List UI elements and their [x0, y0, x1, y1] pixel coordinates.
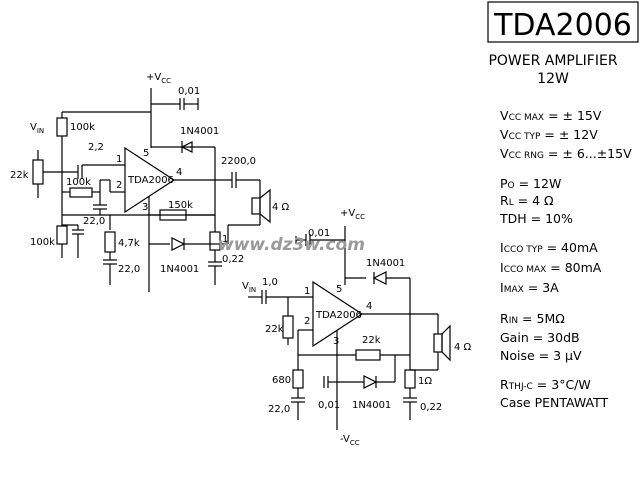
spec-icco-max: ICCO MAX = 80mA	[500, 260, 602, 275]
spec-case: Case PENTAWATT	[500, 395, 609, 410]
c2-vin: V	[242, 281, 249, 292]
c2-r-gnd-label: 680	[272, 375, 291, 386]
spec-noise: Noise = 3 μV	[500, 348, 582, 363]
c2-speaker	[433, 333, 443, 353]
svg-text:+VCC: +VCC	[146, 72, 171, 85]
c1-r-bias-top-label: 100k	[70, 122, 95, 133]
spec-rin: RIN = 5MΩ	[500, 311, 565, 326]
title-box	[487, 1, 639, 43]
svg-text:-VCC: -VCC	[340, 434, 360, 447]
c1-pin4: 4	[176, 167, 182, 178]
c2-r-fb-label: 22k	[362, 335, 381, 346]
spec-imax: IMAX = 3A	[500, 280, 559, 295]
spec-vcc-rng: VCC RNG = ± 6...±15V	[500, 146, 632, 161]
subtitle-line1: POWER AMPLIFIER	[488, 53, 617, 69]
circuit1-labels: +VCC 0,01 100k VIN 22k 2,2 100k 22,0 100…	[10, 72, 290, 275]
spec-gain: Gain = 30dB	[500, 330, 580, 345]
c1-r-in-mid	[69, 187, 93, 198]
c1-r-gnd-label: 4,7k	[118, 238, 140, 249]
c2-vcc: +V	[340, 208, 355, 219]
c1-r-pot-label: 22k	[10, 170, 29, 181]
spec-icco-typ: ICCO TYP = 40mA	[500, 240, 598, 255]
c2-spk-label: 4 Ω	[454, 342, 472, 353]
c2-pin2: 2	[304, 316, 310, 327]
c1-vcc: +V	[146, 72, 161, 83]
c2-c-top-label: 0,01	[308, 228, 330, 239]
subtitle-line2: 12W	[537, 71, 569, 87]
c2-r-in	[282, 315, 294, 339]
spec-vcc-max: VCC MAX = ± 15V	[500, 108, 602, 123]
c2-r-in-label: 22k	[265, 324, 284, 335]
c1-c-mid-label: 22,0	[83, 216, 105, 227]
c2-vee: -V	[340, 434, 350, 445]
c2-vin-sub: IN	[249, 286, 256, 294]
c2-r-fb	[355, 349, 381, 361]
c2-r-zobel	[404, 369, 416, 389]
svg-text:+VCC: +VCC	[340, 208, 365, 221]
c1-vin: V	[30, 122, 37, 133]
c1-pin1: 1	[116, 154, 122, 165]
spec-rl: RL = 4 Ω	[500, 193, 554, 208]
c2-vee-sub: CC	[350, 439, 360, 447]
c2-diode-bot	[363, 375, 378, 389]
spec-po: PO = 12W	[500, 176, 562, 191]
c2-vcc-sub: CC	[355, 213, 365, 221]
c1-vin-sub: IN	[37, 127, 44, 135]
c1-r-pot	[32, 159, 44, 185]
c2-c-gnd-label: 22,0	[268, 404, 290, 415]
c1-c-in-label: 2,2	[88, 142, 104, 153]
spec-rthjc: RTHJ-C = 3°C/W	[500, 377, 591, 392]
c2-c-in-label: 1,0	[262, 277, 278, 288]
c1-pin3: 3	[142, 202, 148, 213]
c1-pin2: 2	[116, 180, 122, 191]
spec-tdh: TDH = 10%	[500, 211, 573, 226]
c2-ic-label: TDA2006	[315, 310, 362, 321]
c1-diode-top	[180, 141, 193, 153]
c2-diode-top	[372, 271, 387, 285]
c1-r-bias-top	[56, 117, 68, 137]
spec-vcc-typ: VCC TYP = ± 12V	[500, 127, 598, 142]
c1-c-top: 0,01	[178, 86, 200, 97]
c1-spk-label: 4 Ω	[272, 202, 290, 213]
c1-diode-top-label: 1N4001	[180, 126, 219, 137]
c1-diode-bot-label: 1N4001	[160, 264, 199, 275]
c1-diode-bot	[171, 237, 186, 251]
c2-c-zobel-label: 0,22	[420, 402, 442, 413]
c1-vcc-sub: CC	[161, 77, 171, 85]
c2-c-neg-label: 0,01	[318, 400, 340, 411]
c1-c-out-label: 2200,0	[221, 156, 256, 167]
c1-speaker	[251, 197, 261, 215]
c1-r-zobel-label: 1	[222, 234, 228, 245]
c1-r-fb-label: 150k	[168, 200, 193, 211]
c1-ic-label: TDA2006	[127, 175, 174, 186]
c2-pin4: 4	[366, 301, 372, 312]
svg-text:VIN: VIN	[242, 281, 256, 294]
c1-r-bias-bot	[56, 225, 68, 245]
c1-c-zobel-label: 0,22	[222, 254, 244, 265]
c1-r-in-mid-label: 100k	[66, 177, 91, 188]
c2-pin1: 1	[304, 286, 310, 297]
schematic-wires	[32, 1, 639, 430]
c1-r-gnd	[104, 231, 116, 253]
svg-text:VIN: VIN	[30, 122, 44, 135]
title: TDA2006	[493, 8, 632, 43]
c2-diode-bot-label: 1N4001	[352, 400, 391, 411]
c1-r-bias-bot-label: 100k	[30, 237, 55, 248]
c2-r-gnd	[292, 369, 304, 389]
c1-c-gnd-label: 22,0	[118, 264, 140, 275]
c2-pin3: 3	[333, 336, 339, 347]
c2-diode-top-label: 1N4001	[366, 258, 405, 269]
c1-pin5: 5	[143, 148, 149, 159]
c2-r-zobel-label: 1Ω	[418, 376, 432, 387]
circuit2-labels: +VCC -VCC 0,01 VIN 1,0 22k 22k 680 22,0 …	[242, 208, 472, 447]
c2-pin5: 5	[336, 284, 342, 295]
watermark: www.dz3w.com	[218, 235, 365, 255]
